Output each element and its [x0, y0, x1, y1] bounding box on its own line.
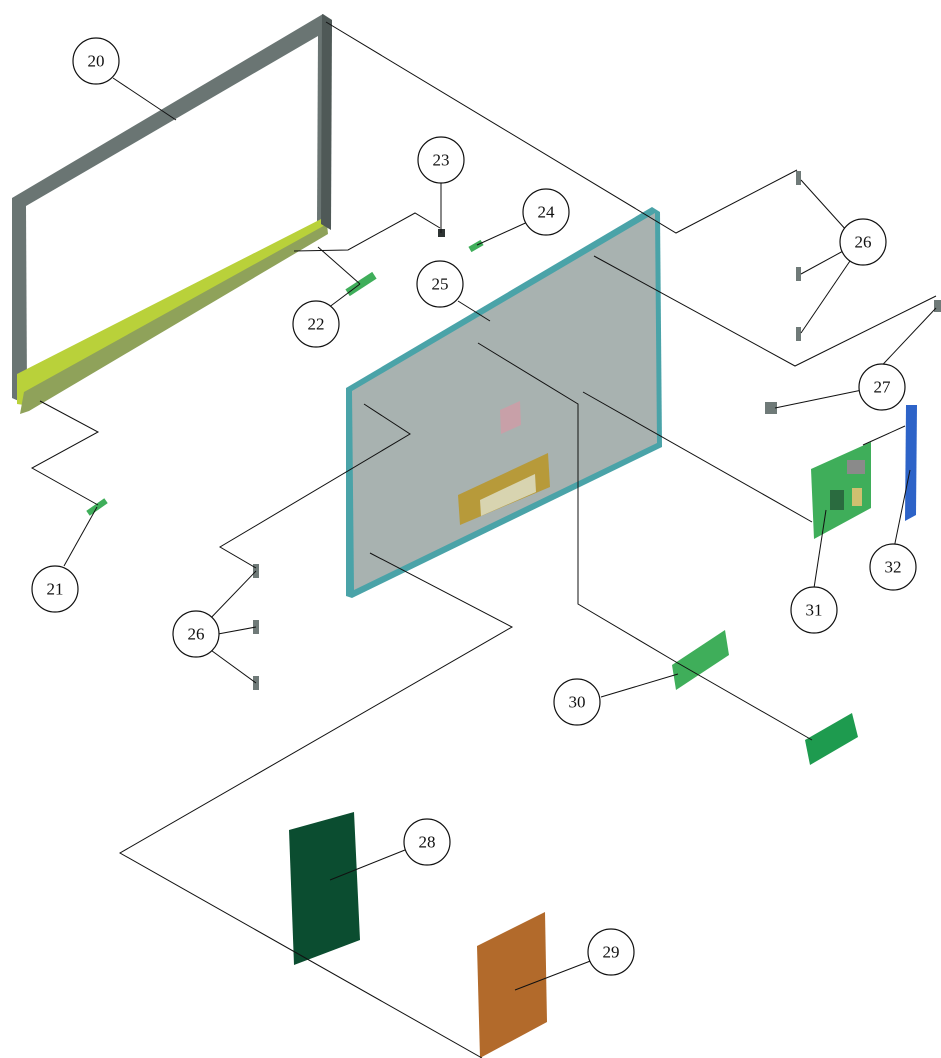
callout-26-right-leader-2: [800, 249, 846, 275]
svg-text:23: 23: [433, 151, 450, 170]
callout-26-right: 26: [839, 218, 887, 266]
svg-text:22: 22: [308, 315, 325, 334]
callout-26-left-leader-3: [207, 647, 257, 684]
main-board-part: [811, 442, 871, 539]
part-27-bottom: [765, 402, 777, 414]
callout-28: 28: [403, 818, 451, 866]
callout-24-leader: [476, 219, 533, 246]
callout-22: 22: [292, 300, 340, 348]
svg-text:30: 30: [569, 693, 586, 712]
callout-31-leader: [813, 509, 827, 589]
connection-line-bezel-bracket: [325, 21, 798, 234]
callout-32: 32: [869, 543, 917, 591]
callout-21-leader: [63, 506, 98, 567]
part-27-top: [934, 300, 941, 312]
svg-text:31: 31: [806, 601, 823, 620]
svg-text:29: 29: [603, 943, 620, 962]
callout-26-left: 26: [172, 610, 220, 658]
part-22-board: [345, 271, 377, 297]
callout-29: 29: [587, 928, 635, 976]
connection-line-bezel-clip: [293, 212, 441, 252]
callout-29-leader: [514, 959, 594, 991]
svg-text:21: 21: [47, 580, 64, 599]
callout-30-leader: [600, 673, 679, 698]
connection-line-panel-bracket: [593, 255, 937, 367]
callout-31: 31: [790, 586, 838, 634]
front-bezel-part: [12, 14, 332, 414]
lcd-panel-part: [346, 207, 662, 598]
part-24-board: [468, 239, 484, 253]
callout-26-left-leader-2: [217, 626, 257, 635]
svg-text:26: 26: [188, 625, 205, 644]
bracket-26-right-2: [796, 267, 801, 281]
svg-text:28: 28: [419, 833, 436, 852]
connection-line-panel-30: [477, 342, 813, 741]
svg-text:27: 27: [874, 378, 892, 397]
board-30-lower-part: [805, 713, 858, 765]
callout-20: 20: [72, 37, 120, 85]
callout-25-leader: [457, 300, 491, 322]
blue-bracket-part: [905, 405, 917, 521]
svg-text:25: 25: [432, 275, 449, 294]
callout-23: 23: [417, 136, 465, 184]
connection-line-panel-mainboard: [582, 391, 813, 523]
callout-26-left-leader-1: [205, 570, 257, 624]
callout-24: 24: [522, 188, 570, 236]
connection-line-panel-power: [118, 552, 514, 1058]
callout-27-leader-2: [774, 389, 863, 409]
bracket-26-right-1: [796, 171, 801, 185]
callout-22-leader: [327, 283, 361, 309]
connection-line-mainboard-32: [862, 425, 906, 446]
power-board-29-part: [477, 912, 547, 1058]
callout-30: 30: [553, 678, 601, 726]
svg-text:24: 24: [538, 203, 556, 222]
callout-20-leader: [112, 77, 177, 121]
connection-line-panel-left-brackets: [219, 403, 411, 569]
bracket-26-right-3: [796, 327, 801, 341]
connection-line-21: [30, 400, 100, 506]
board-30-part: [672, 630, 729, 690]
callout-25: 25: [416, 260, 464, 308]
callout-28-leader: [329, 847, 411, 881]
connection-line-bezel-22: [317, 246, 361, 285]
svg-text:20: 20: [88, 52, 105, 71]
board-28-part: [289, 812, 360, 965]
callout-26-right-leader-3: [800, 257, 853, 334]
callout-32-leader: [893, 469, 911, 549]
svg-text:32: 32: [885, 558, 902, 577]
callout-27: 27: [858, 363, 906, 411]
callout-26-right-leader-1: [800, 179, 848, 232]
svg-text:26: 26: [855, 233, 872, 252]
callout-21: 21: [31, 565, 79, 613]
